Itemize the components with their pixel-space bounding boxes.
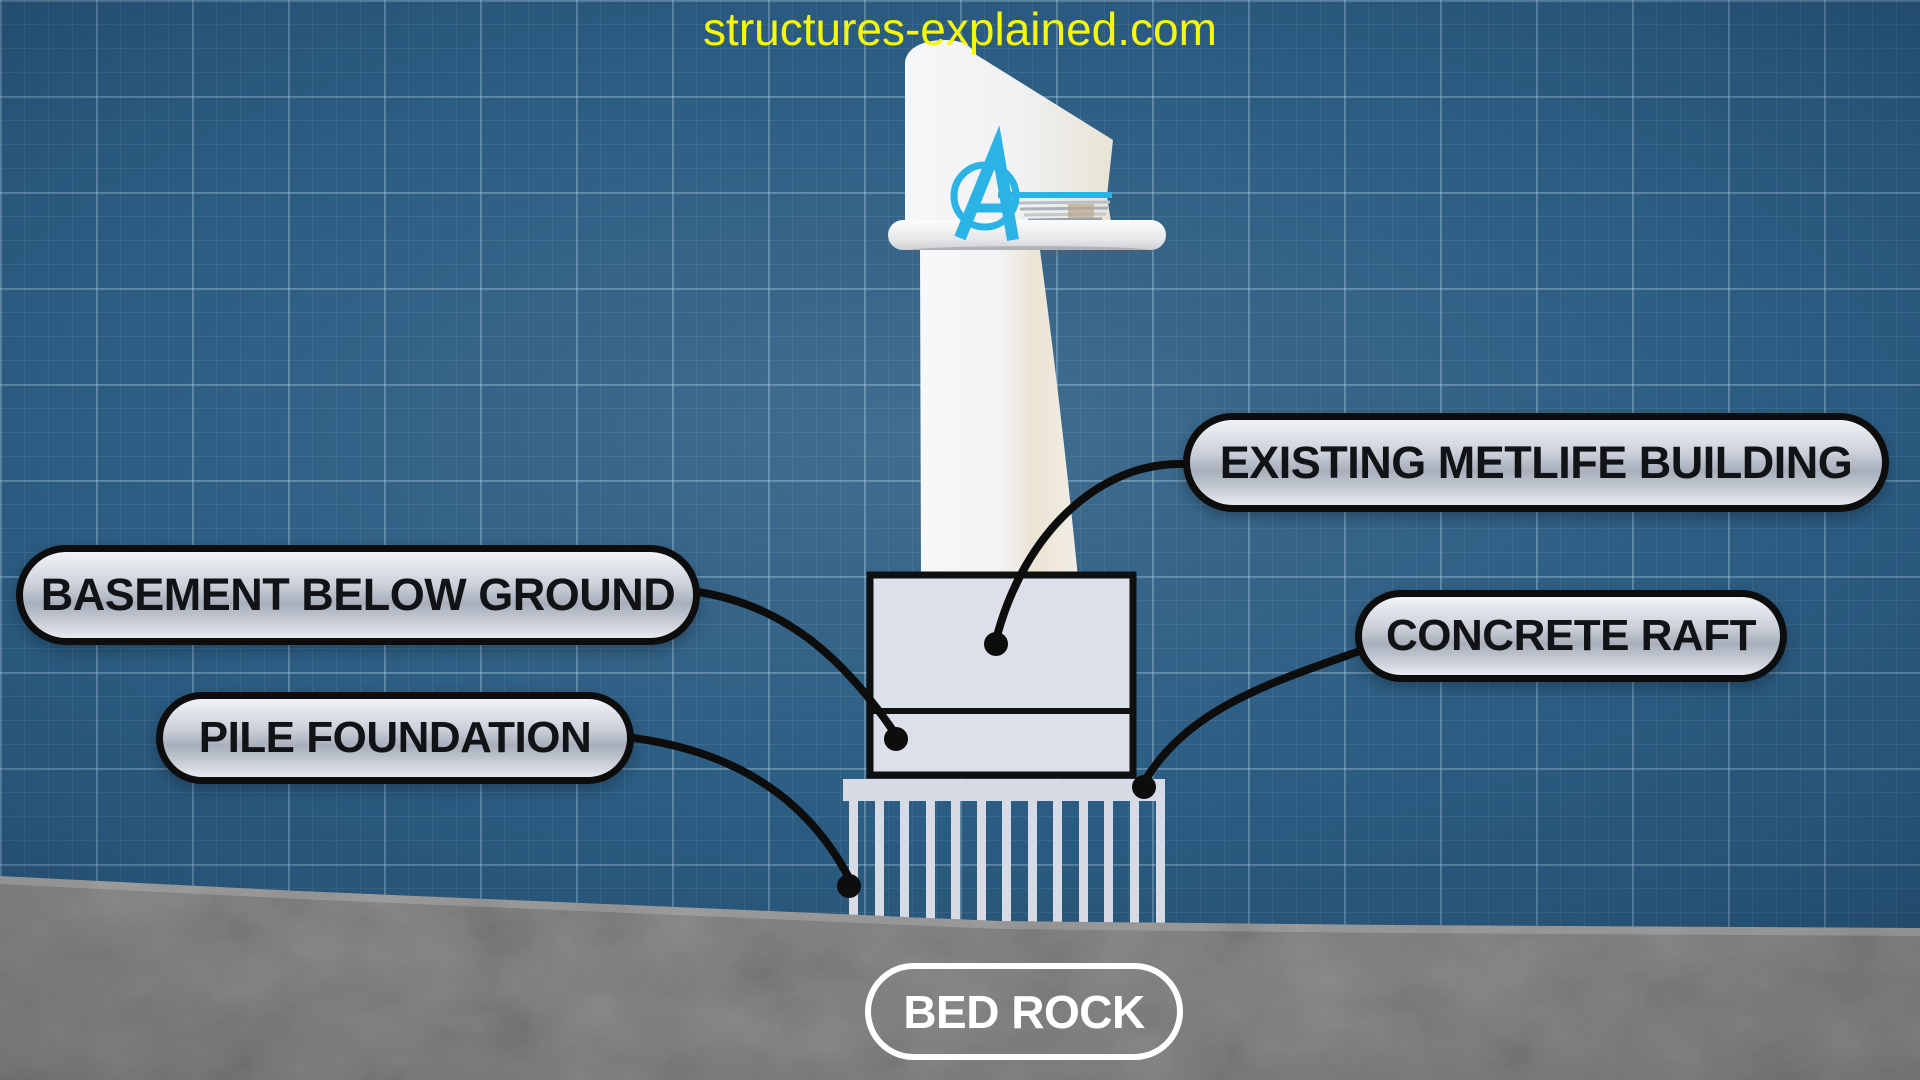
concrete-raft-slab: [843, 779, 1165, 801]
basement-box: [866, 571, 1137, 779]
label-pile-foundation: PILE FOUNDATION: [156, 692, 634, 784]
site-title: structures-explained.com: [703, 3, 1217, 55]
tower-landing-deck: [888, 220, 1166, 250]
penthouse-floor-lines: [1015, 200, 1111, 222]
dot-existing-metlife: [984, 632, 1008, 656]
tower-accent-stripe: [998, 192, 1112, 198]
tower-body: [920, 250, 1078, 578]
connector-dots: [837, 632, 1156, 898]
label-existing-metlife-building: EXISTING METLIFE BUILDING: [1183, 413, 1889, 512]
connector-basement: [694, 588, 898, 736]
dot-basement: [884, 727, 908, 751]
connector-pile: [629, 734, 853, 882]
avengers-tower: [888, 40, 1166, 578]
dot-pile: [837, 874, 861, 898]
label-bed-rock: BED ROCK: [865, 963, 1183, 1060]
pile-group: [849, 779, 1165, 940]
connector-lines: [629, 459, 1361, 882]
avengers-a-logo: [950, 125, 1020, 242]
label-concrete-raft: CONCRETE RAFT: [1355, 590, 1787, 682]
label-basement-below-ground: BASEMENT BELOW GROUND: [16, 545, 700, 645]
dot-concrete-raft: [1132, 775, 1156, 799]
connector-existing-metlife: [993, 459, 1187, 640]
connector-concrete-raft: [1142, 648, 1361, 783]
